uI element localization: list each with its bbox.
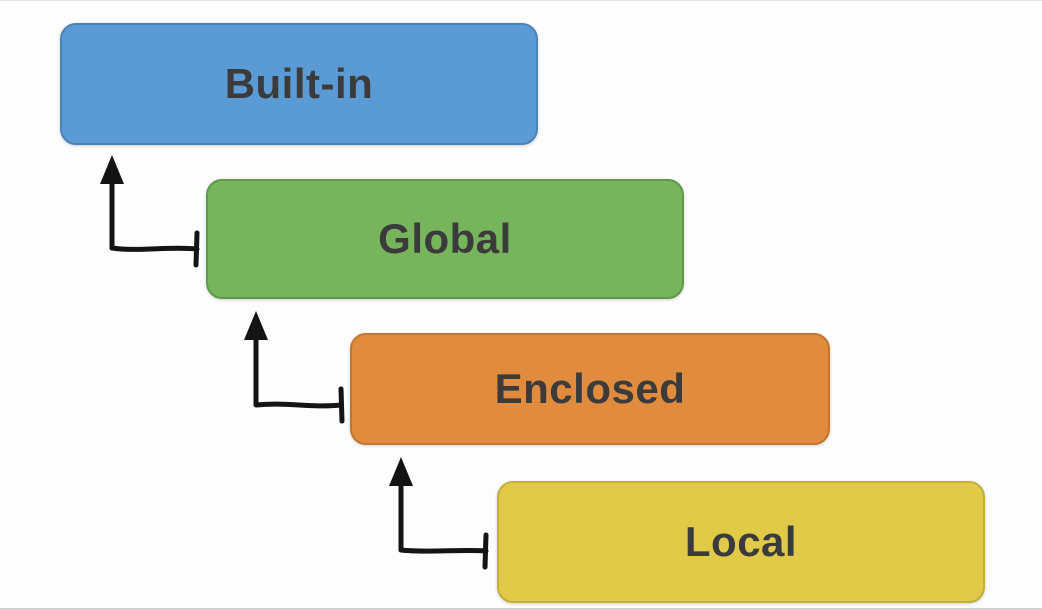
scope-label-global: Global [378, 215, 512, 262]
arrow-line [253, 334, 344, 409]
arrowhead-up-icon [244, 311, 268, 340]
scope-box-enclosed: Enclosed [350, 333, 830, 445]
scope-label-enclosed: Enclosed [494, 365, 686, 412]
scope-box-global: Global [206, 179, 684, 299]
arrow-line [398, 480, 489, 554]
arrowhead-up-icon [389, 457, 413, 486]
arrow-line [109, 178, 200, 252]
arrow-global-to-builtin [100, 155, 200, 268]
scope-label-local: Local [684, 518, 798, 565]
scope-box-local: Local [497, 481, 985, 603]
arrow-enclosed-to-global [244, 311, 345, 424]
scope-box-builtin: Built-in [60, 23, 538, 145]
scope-label-builtin: Built-in [224, 60, 374, 107]
arrow-local-to-enclosed [389, 457, 489, 570]
arrowhead-up-icon [100, 155, 124, 184]
